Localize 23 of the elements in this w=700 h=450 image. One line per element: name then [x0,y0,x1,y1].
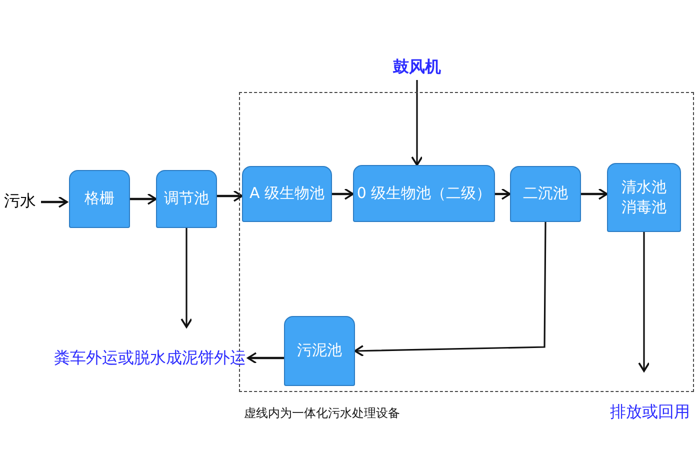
arrow [130,193,157,205]
arrow [354,222,546,357]
arrow [247,352,284,364]
arrow [41,196,68,208]
arrow [638,232,650,372]
arrow [411,80,423,166]
process-box: 格栅 [69,170,130,228]
process-box: 污泥池 [284,316,355,386]
arrow [495,188,511,200]
process-box: 二沉池 [510,166,581,222]
process-box: A 级生物池 [242,166,332,222]
process-box: 0 级生物池（二级） [353,165,495,222]
process-box: 清水池 消毒池 [607,163,681,232]
flow-label: 污水 [4,190,40,214]
flow-label: 鼓风机 [393,56,441,80]
caption-text: 虚线内为一体化污水处理设备 [244,405,400,422]
arrow [581,188,608,200]
arrow [217,190,243,202]
process-box: 调节池 [156,170,217,228]
flow-label: 粪车外运或脱水成泥饼外运 [54,347,246,369]
arrow [332,188,354,200]
flow-label: 排放或回用 [610,401,690,425]
arrow [180,228,192,328]
